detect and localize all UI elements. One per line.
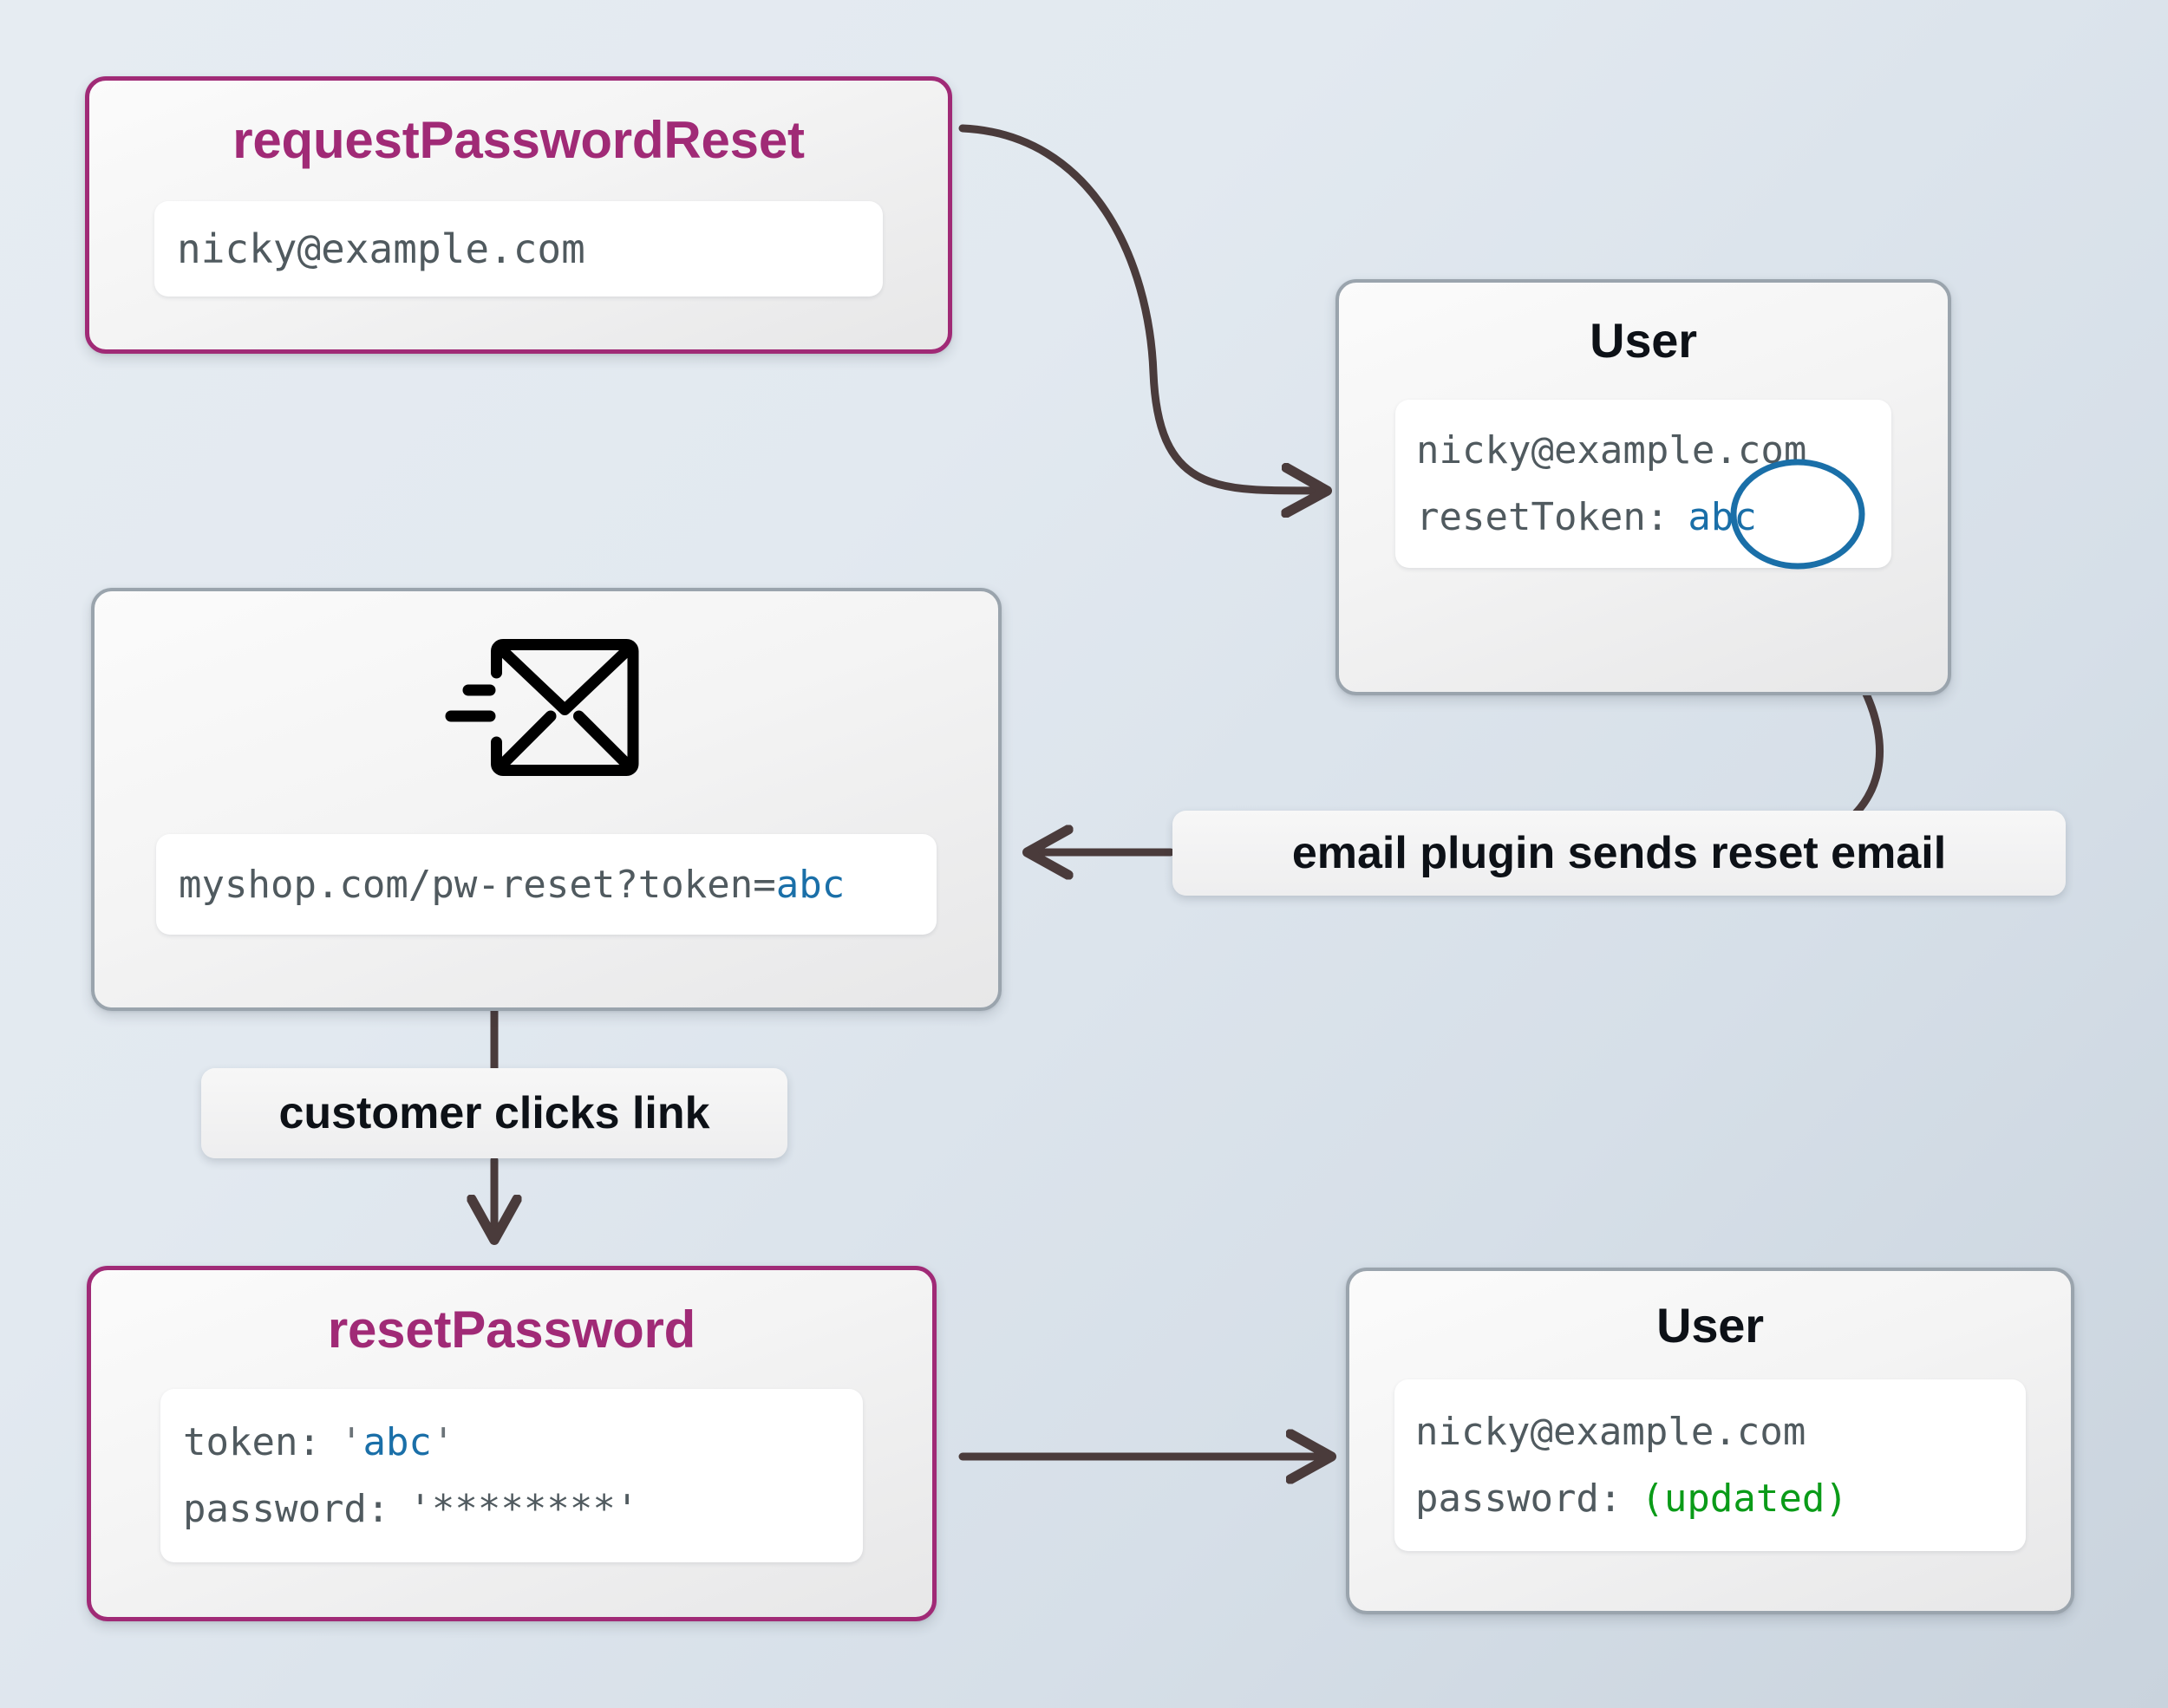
reset-token-quote-close: ' xyxy=(431,1420,455,1464)
edge-request-to-user xyxy=(958,124,1322,491)
user-token-row: resetToken: abc xyxy=(1416,495,1871,539)
email-url-prefix: myshop.com/pw-reset?token= xyxy=(179,862,776,907)
email-url-field[interactable]: myshop.com/pw-reset?token=abc xyxy=(156,834,937,935)
envelope-send-icon xyxy=(445,639,639,776)
email-url-row: myshop.com/pw-reset?token=abc xyxy=(179,863,914,907)
node-title-request-password-reset: requestPasswordReset xyxy=(232,111,805,169)
user-token-field[interactable]: nicky@example.com resetToken: abc xyxy=(1395,400,1891,570)
user-token-label: resetToken: xyxy=(1416,495,1669,539)
user-token-value: abc xyxy=(1688,495,1757,539)
user-token-email: nicky@example.com xyxy=(1416,428,1807,473)
node-user-with-token[interactable]: User nicky@example.com resetToken: abc xyxy=(1335,279,1951,695)
node-title-reset-password: resetPassword xyxy=(327,1301,696,1359)
edge-label-customer-clicks-text: customer clicks link xyxy=(278,1088,710,1138)
user-updated-password-row: password: (updated) xyxy=(1415,1477,2005,1521)
reset-token-quote-open: ' xyxy=(339,1420,363,1464)
edge-label-email-plugin-text: email plugin sends reset email xyxy=(1291,828,1947,878)
token-circle-annotation-icon xyxy=(1730,459,1865,570)
node-title-user-token: User xyxy=(1590,313,1697,368)
request-email-value: nicky@example.com xyxy=(177,225,585,272)
edge-label-email-plugin: email plugin sends reset email xyxy=(1172,811,2066,896)
user-updated-email: nicky@example.com xyxy=(1415,1410,1806,1454)
user-updated-field[interactable]: nicky@example.com password: (updated) xyxy=(1394,1379,2026,1551)
node-title-user-updated: User xyxy=(1656,1298,1764,1353)
node-user-updated[interactable]: User nicky@example.com password: (updated… xyxy=(1346,1268,2074,1614)
reset-token-value: abc xyxy=(362,1420,432,1464)
reset-password-label: password: xyxy=(183,1487,390,1531)
edge-label-customer-clicks: customer clicks link xyxy=(201,1068,787,1158)
user-updated-password-value: (updated) xyxy=(1641,1477,1848,1521)
request-email-field[interactable]: nicky@example.com xyxy=(154,201,883,297)
reset-token-label: token: xyxy=(183,1420,321,1464)
node-reset-password[interactable]: resetPassword token: 'abc' password: '****… xyxy=(87,1266,937,1621)
reset-password-field[interactable]: token: 'abc' password: '********' xyxy=(160,1389,863,1562)
node-email-message[interactable]: myshop.com/pw-reset?token=abc xyxy=(91,588,1002,1011)
email-url-token: abc xyxy=(775,862,846,907)
user-updated-password-label: password: xyxy=(1415,1477,1623,1521)
reset-password-value: '********' xyxy=(408,1487,639,1531)
reset-token-row: token: 'abc' xyxy=(183,1420,840,1464)
reset-password-row: password: '********' xyxy=(183,1487,840,1531)
node-request-password-reset[interactable]: requestPasswordReset nicky@example.com xyxy=(85,76,952,354)
